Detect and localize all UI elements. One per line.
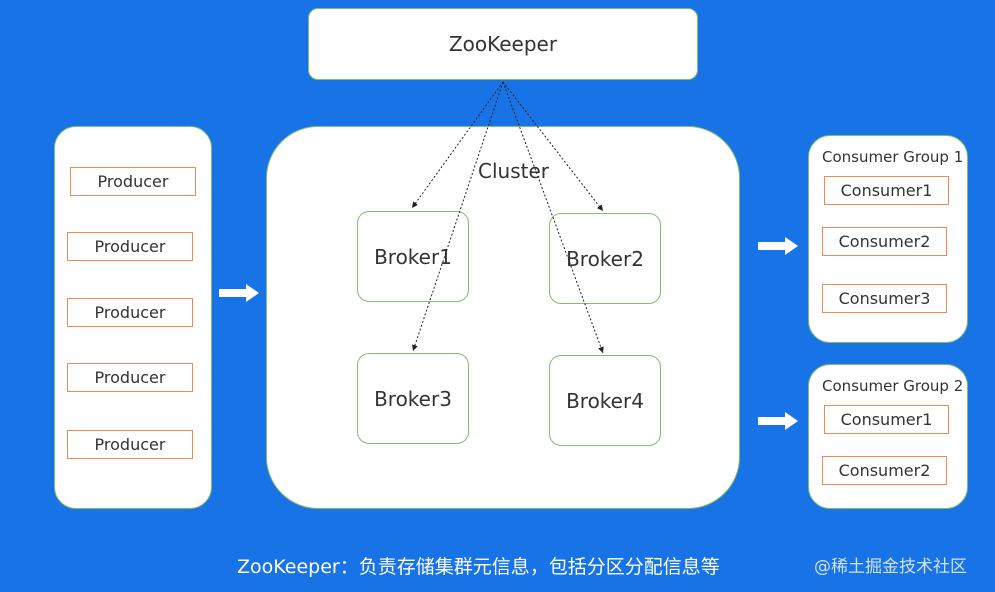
producer-box: Producer (70, 167, 196, 196)
zookeeper-node: ZooKeeper (308, 8, 698, 80)
producer-box: Producer (67, 232, 193, 261)
producer-box: Producer (67, 430, 193, 459)
producer-box: Producer (67, 298, 193, 327)
producer-label: Producer (97, 172, 169, 191)
broker-label: Broker1 (374, 244, 452, 269)
consumer-box: Consumer2 (822, 227, 947, 256)
producer-label: Producer (94, 435, 166, 454)
consumer-label: Consumer1 (840, 410, 933, 429)
consumer-label: Consumer1 (840, 181, 933, 200)
consumer-group-2-title: Consumer Group 2 (822, 377, 964, 395)
consumer-label: Consumer3 (838, 289, 931, 308)
broker-label: Broker3 (374, 386, 452, 411)
cluster-to-group-2-arrow (758, 412, 798, 430)
cluster-label: Cluster (478, 159, 549, 183)
cluster-panel (266, 126, 740, 509)
consumer-label: Consumer2 (838, 461, 931, 480)
consumer-box: Consumer3 (822, 284, 947, 313)
zookeeper-label: ZooKeeper (448, 32, 558, 56)
producer-box: Producer (67, 363, 193, 392)
broker-2: Broker2 (549, 213, 661, 304)
cluster-to-group-1-arrow (758, 237, 798, 255)
broker-label: Broker2 (566, 246, 644, 271)
consumer-box: Consumer1 (824, 176, 949, 205)
consumer-group-1-title: Consumer Group 1 (822, 148, 964, 166)
producer-label: Producer (94, 368, 166, 387)
broker-1: Broker1 (357, 211, 469, 302)
broker-4: Broker4 (549, 355, 661, 446)
broker-label: Broker4 (566, 388, 644, 413)
producer-label: Producer (94, 237, 166, 256)
consumer-box: Consumer2 (822, 456, 947, 485)
producer-label: Producer (94, 303, 166, 322)
consumer-label: Consumer2 (838, 232, 931, 251)
broker-3: Broker3 (357, 353, 469, 444)
consumer-box: Consumer1 (824, 405, 949, 434)
producers-to-cluster-arrow (219, 284, 259, 302)
watermark: @稀土掘金技术社区 (814, 557, 967, 577)
diagram-caption: ZooKeeper：负责存储集群元信息，包括分区分配信息等 (237, 556, 720, 578)
